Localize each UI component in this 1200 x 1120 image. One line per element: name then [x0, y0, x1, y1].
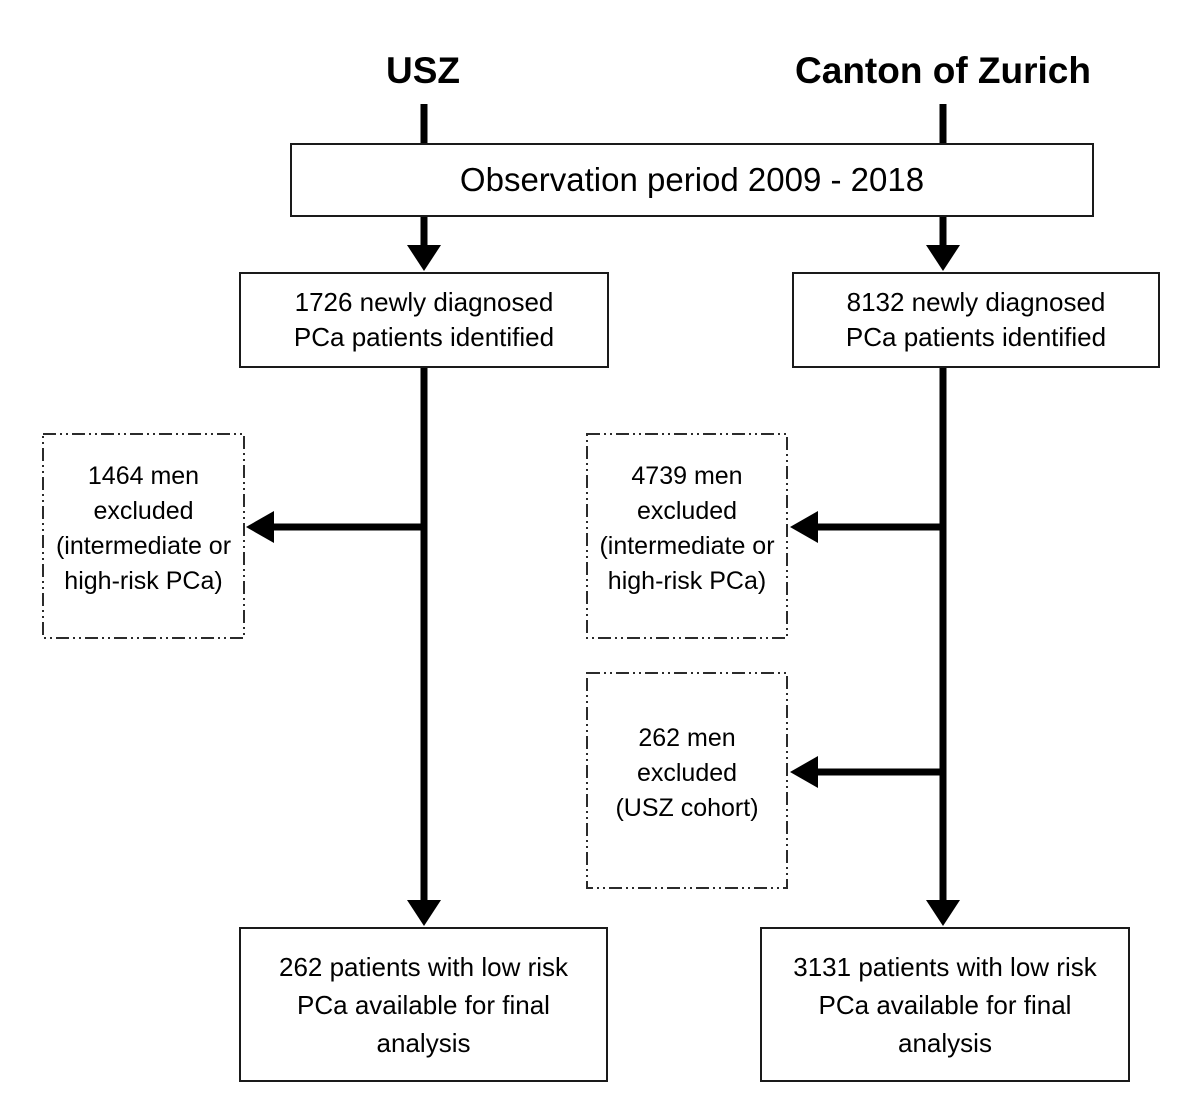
box-canton-excluded-risk: 4739 men excluded (intermediate or high-… — [586, 433, 788, 639]
usz-exclusion-arrowhead-icon — [246, 511, 274, 543]
usz-excluded-label: 1464 men excluded (intermediate or high-… — [55, 462, 232, 595]
usz-excluded-box-border — [42, 433, 245, 639]
canton-final-analysis-label: 3131 patients with low risk PCa availabl… — [793, 951, 1097, 1058]
usz-identified-arrowhead-icon — [407, 245, 441, 271]
usz-identified-label: 1726 newly diagnosed PCa patients identi… — [293, 287, 555, 352]
canton-identified-label: 8132 newly diagnosed PCa patients identi… — [845, 287, 1107, 352]
box-usz-excluded: 1464 men excluded (intermediate or high-… — [42, 433, 245, 639]
observation-period-label: Observation period 2009 - 2018 — [459, 161, 925, 198]
column-header-usz: USZ — [386, 50, 460, 91]
canton-excluded-risk-label: 4739 men excluded (intermediate or high-… — [599, 462, 775, 595]
canton-exclusion1-arrowhead-icon — [790, 511, 818, 543]
box-usz-final-analysis: 262 patients with low risk PCa available… — [239, 927, 608, 1082]
box-usz-identified: 1726 newly diagnosed PCa patients identi… — [239, 272, 609, 368]
canton-identified-arrowhead-icon — [926, 245, 960, 271]
box-canton-identified: 8132 newly diagnosed PCa patients identi… — [792, 272, 1160, 368]
observation-period-box: Observation period 2009 - 2018 — [290, 143, 1094, 217]
box-canton-excluded-usz-cohort: 262 men excluded (USZ cohort) — [586, 672, 788, 889]
column-header-canton: Canton of Zurich — [795, 50, 1091, 91]
canton-excluded-usz-box-border — [586, 672, 788, 889]
usz-final-arrowhead-icon — [407, 900, 441, 926]
canton-excluded-risk-box-border — [586, 433, 788, 639]
canton-final-arrowhead-icon — [926, 900, 960, 926]
usz-final-analysis-label: 262 patients with low risk PCa available… — [278, 951, 569, 1058]
box-canton-final-analysis: 3131 patients with low risk PCa availabl… — [760, 927, 1130, 1082]
canton-exclusion2-arrowhead-icon — [790, 756, 818, 788]
canton-excluded-usz-cohort-label: 262 men excluded (USZ cohort) — [615, 724, 759, 822]
